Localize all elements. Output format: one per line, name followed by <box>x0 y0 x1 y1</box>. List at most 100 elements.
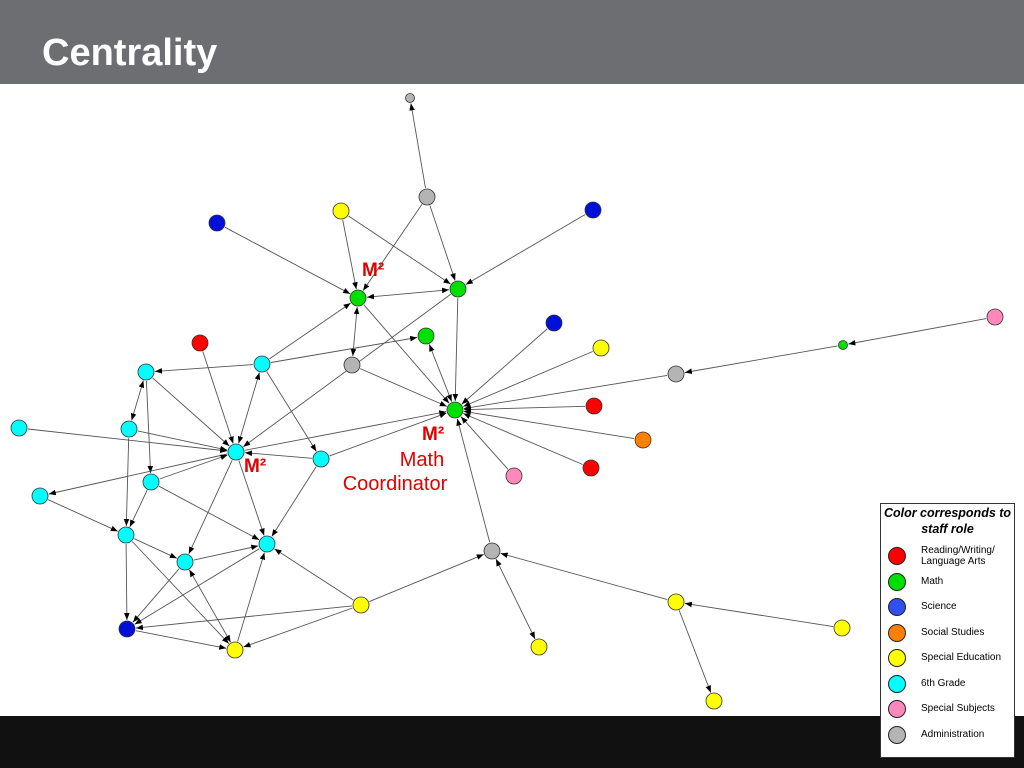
edge-so1-mD <box>463 409 635 440</box>
node-sped-se8 <box>833 619 851 637</box>
edge-se3-ga5 <box>369 553 484 603</box>
edge-sp2-mD <box>460 416 509 470</box>
node-math-mA <box>349 289 367 307</box>
edge-c5-c7 <box>48 453 228 496</box>
node-sped-se1 <box>332 202 350 220</box>
legend-list: Reading/Writing/ Language Arts Math Scie… <box>881 543 1014 747</box>
edge-se3-se4 <box>243 607 353 648</box>
edge-se1-mB <box>348 215 451 285</box>
edge-c1-c5 <box>152 377 230 447</box>
node-math-mC <box>417 327 435 345</box>
m2-label-left: M² <box>244 456 266 477</box>
node-admin-ga1 <box>405 93 415 103</box>
edge-sc3-mD <box>461 328 548 405</box>
math-coordinator-line2: Coordinator <box>343 473 448 495</box>
edge-rd1-c5 <box>202 351 234 444</box>
node-special-sp2 <box>505 467 523 485</box>
edge-c8-c5 <box>159 454 228 480</box>
node-reading-rd1 <box>191 334 209 352</box>
legend-item: Special Subjects <box>881 696 1014 722</box>
edge-rd2-mD <box>463 405 586 413</box>
edge-c4-c9 <box>123 437 130 527</box>
node-admin-ga2 <box>418 188 436 206</box>
node-science-sc2 <box>584 201 602 219</box>
legend-item: Social Studies <box>881 620 1014 646</box>
edge-c10-sc4 <box>132 568 180 623</box>
legend-item: Special Education <box>881 645 1014 671</box>
legend-swatch-administration <box>888 725 906 744</box>
node-sped-se5 <box>667 593 685 611</box>
legend-label: Social Studies <box>921 626 985 638</box>
legend-swatch-reading <box>888 547 906 565</box>
edge-mB-mA <box>366 287 450 300</box>
legend-swatch-special-education <box>888 649 906 667</box>
edge-c5-c11 <box>238 460 265 536</box>
edge-c7-c9 <box>48 499 118 532</box>
edge-c6-c11 <box>271 466 317 537</box>
edge-c10-se4 <box>189 569 231 643</box>
legend-label: Special Subjects <box>921 703 995 715</box>
edge-se5-se7 <box>678 610 712 693</box>
edge-c5-c10 <box>188 460 233 554</box>
edge-c9-c10 <box>134 538 177 559</box>
edge-sc1-mA <box>224 226 351 295</box>
m2-label-top: M² <box>362 260 384 281</box>
math-coordinator-line1: Math <box>400 449 444 471</box>
edge-c2-c1 <box>154 364 254 374</box>
edge-se8-se5 <box>684 601 834 628</box>
edge-ga3-mD <box>360 368 447 407</box>
edge-c2-c5 <box>237 372 261 444</box>
edge-sc4-se4 <box>135 630 227 650</box>
node-grade6-c3 <box>10 419 28 437</box>
legend-swatch-social-studies <box>888 623 906 642</box>
node-grade6-c1 <box>137 363 155 381</box>
legend-label: 6th Grade <box>921 677 966 689</box>
edge-c4-c5 <box>137 430 228 452</box>
edge-sp1-mE <box>848 318 987 346</box>
edge-mA-ga3 <box>350 306 360 357</box>
legend-swatch-special-subjects <box>888 700 906 718</box>
edge-ga5-mD <box>456 418 491 543</box>
legend-title: Color corresponds to staff role <box>883 506 1012 536</box>
edge-c2-mC <box>270 335 418 363</box>
edge-c8-c11 <box>158 485 260 541</box>
node-admin-ga5 <box>483 542 501 560</box>
network-nodes <box>10 93 1004 710</box>
edge-se3-sc4 <box>135 605 353 631</box>
node-math-mE <box>838 340 848 350</box>
edge-c2-c6 <box>266 371 317 452</box>
node-reading-rd3 <box>582 459 600 477</box>
legend-box: Color corresponds to staff role Reading/… <box>880 503 1015 758</box>
node-science-sc3 <box>545 314 563 332</box>
edge-c6-mD <box>329 412 447 457</box>
edge-mC-mD <box>428 344 453 402</box>
node-grade6-c7 <box>31 487 49 505</box>
node-social-so1 <box>634 431 652 449</box>
node-grade6-c11 <box>258 535 276 553</box>
edge-c9-sc4 <box>124 543 130 621</box>
edge-ga2-mB <box>429 205 456 281</box>
edge-se2-mD <box>463 351 593 407</box>
node-sped-se3 <box>352 596 370 614</box>
edge-c1-c4 <box>130 380 145 421</box>
page-title: Centrality <box>42 32 218 74</box>
edge-se4-c11 <box>237 552 266 642</box>
node-science-sc1 <box>208 214 226 232</box>
legend-item: 6th Grade <box>881 671 1014 697</box>
node-sped-se6 <box>530 638 548 656</box>
node-sped-se2 <box>592 339 610 357</box>
edge-c11-sc4 <box>134 548 260 625</box>
m2-label-center: M² <box>422 424 444 445</box>
title-bar: Centrality <box>0 0 1024 84</box>
edge-c3-c5 <box>27 428 228 454</box>
edge-se1-mA <box>342 219 358 290</box>
edge-sc2-mB <box>465 214 586 285</box>
edge-c2-mA <box>269 302 351 360</box>
node-sped-se4 <box>226 641 244 659</box>
node-grade6-c8 <box>142 473 160 491</box>
legend-label: Science <box>921 601 957 613</box>
node-sped-se7 <box>705 692 723 710</box>
network-edges <box>27 103 987 693</box>
node-math-mB <box>449 280 467 298</box>
legend-item: Science <box>881 594 1014 620</box>
